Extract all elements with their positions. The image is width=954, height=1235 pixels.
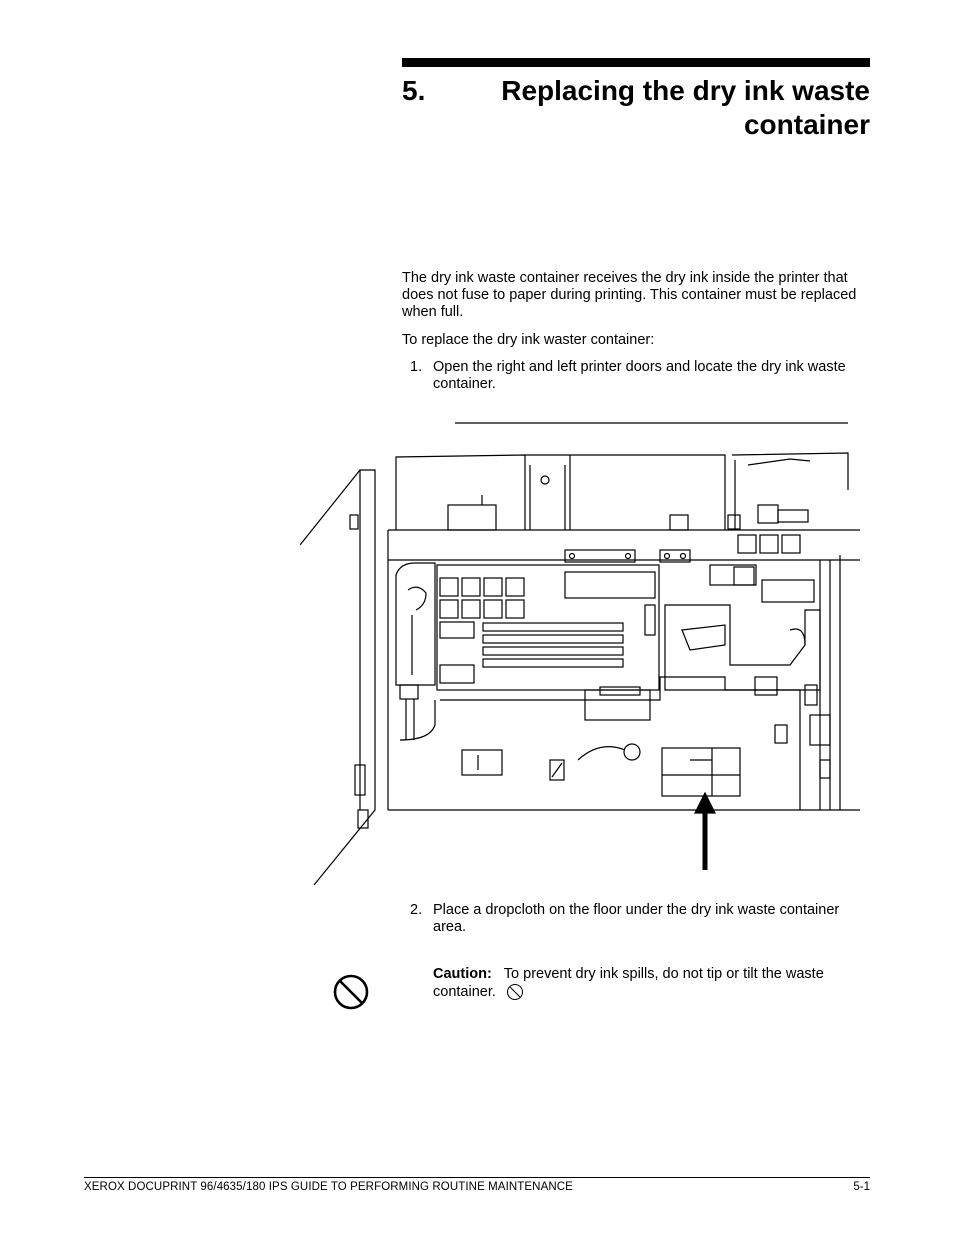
caution-text: To prevent dry ink spills, do not tip or… (433, 966, 824, 1000)
section-title-line1: Replacing the dry ink waste (501, 75, 870, 106)
step-text: Place a dropcloth on the floor under the… (433, 902, 840, 935)
section-title: Replacing the dry ink waste container (480, 74, 870, 142)
footer-rule (84, 1177, 870, 1178)
prohibition-icon (333, 974, 369, 1010)
step-text: Open the right and left printer doors an… (433, 359, 846, 392)
footer-document-title: XEROX DOCUPRINT 96/4635/180 IPS GUIDE TO… (84, 1181, 573, 1193)
printer-interior-illustration (300, 422, 860, 886)
intro-paragraph: The dry ink waste container receives the… (402, 270, 857, 320)
section-number: 5. (402, 75, 426, 106)
prohibition-icon (506, 984, 523, 1000)
step-number: 2. (410, 902, 423, 918)
caution-note: Caution:To prevent dry ink spills, do no… (433, 966, 873, 1001)
footer-page-number: 5-1 (853, 1181, 870, 1193)
lead-in-paragraph: To replace the dry ink waster container: (402, 332, 655, 348)
step-number: 1. (410, 359, 423, 375)
header-rule (402, 58, 870, 67)
arrow-up-icon (694, 791, 716, 814)
caution-label: Caution: (433, 966, 492, 982)
section-title-line2: container (743, 109, 870, 140)
